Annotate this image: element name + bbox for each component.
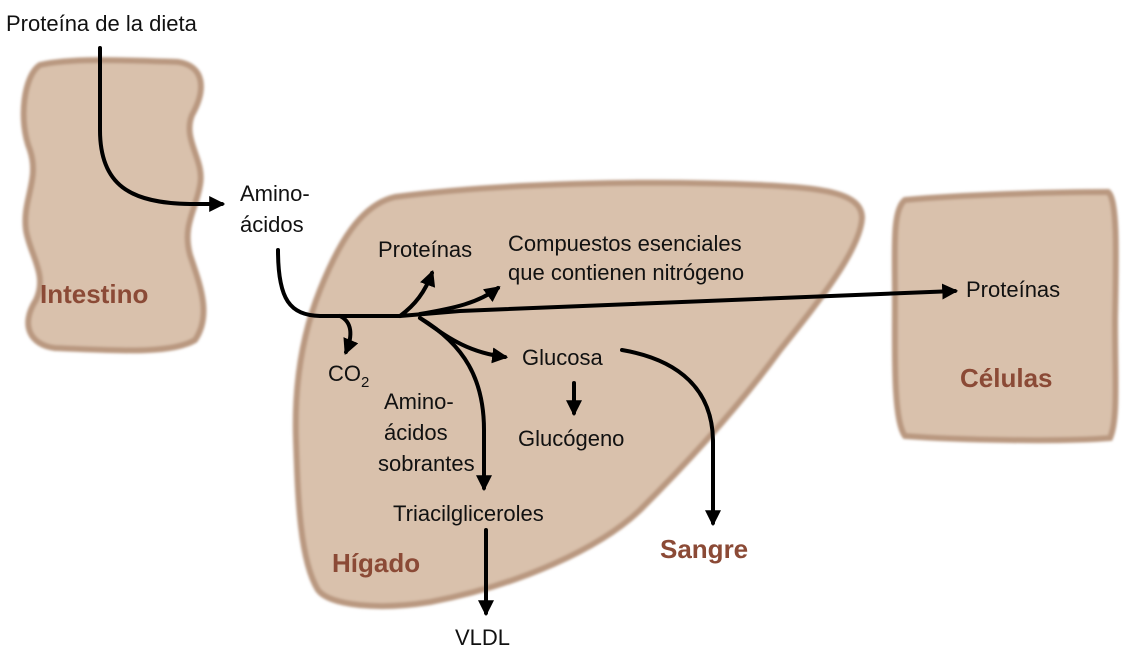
liver-label: Hígado bbox=[332, 548, 420, 578]
compounds-label-2: que contienen nitrógeno bbox=[508, 260, 744, 285]
excess-amino-label-3: sobrantes bbox=[378, 451, 475, 476]
amino-acids-label-2: ácidos bbox=[240, 212, 304, 237]
diet-protein-label: Proteína de la dieta bbox=[6, 11, 198, 36]
vldl-label: VLDL bbox=[455, 625, 510, 650]
co2-subscript: 2 bbox=[361, 374, 369, 391]
co2-main: CO bbox=[328, 361, 361, 386]
amino-acids-label-1: Amino- bbox=[240, 181, 310, 206]
cells-shape bbox=[895, 192, 1116, 440]
blood-label: Sangre bbox=[660, 534, 748, 564]
glycogen-label: Glucógeno bbox=[518, 426, 624, 451]
intestine-label: Intestino bbox=[40, 279, 148, 309]
glucose-label: Glucosa bbox=[522, 345, 603, 370]
liver-proteins-label: Proteínas bbox=[378, 237, 472, 262]
cell-proteins-label: Proteínas bbox=[966, 277, 1060, 302]
cells-label: Células bbox=[960, 363, 1053, 393]
triacylglycerols-label: Triacilgliceroles bbox=[393, 501, 544, 526]
excess-amino-label-1: Amino- bbox=[384, 389, 454, 414]
excess-amino-label-2: ácidos bbox=[384, 420, 448, 445]
compounds-label-1: Compuestos esenciales bbox=[508, 231, 742, 256]
